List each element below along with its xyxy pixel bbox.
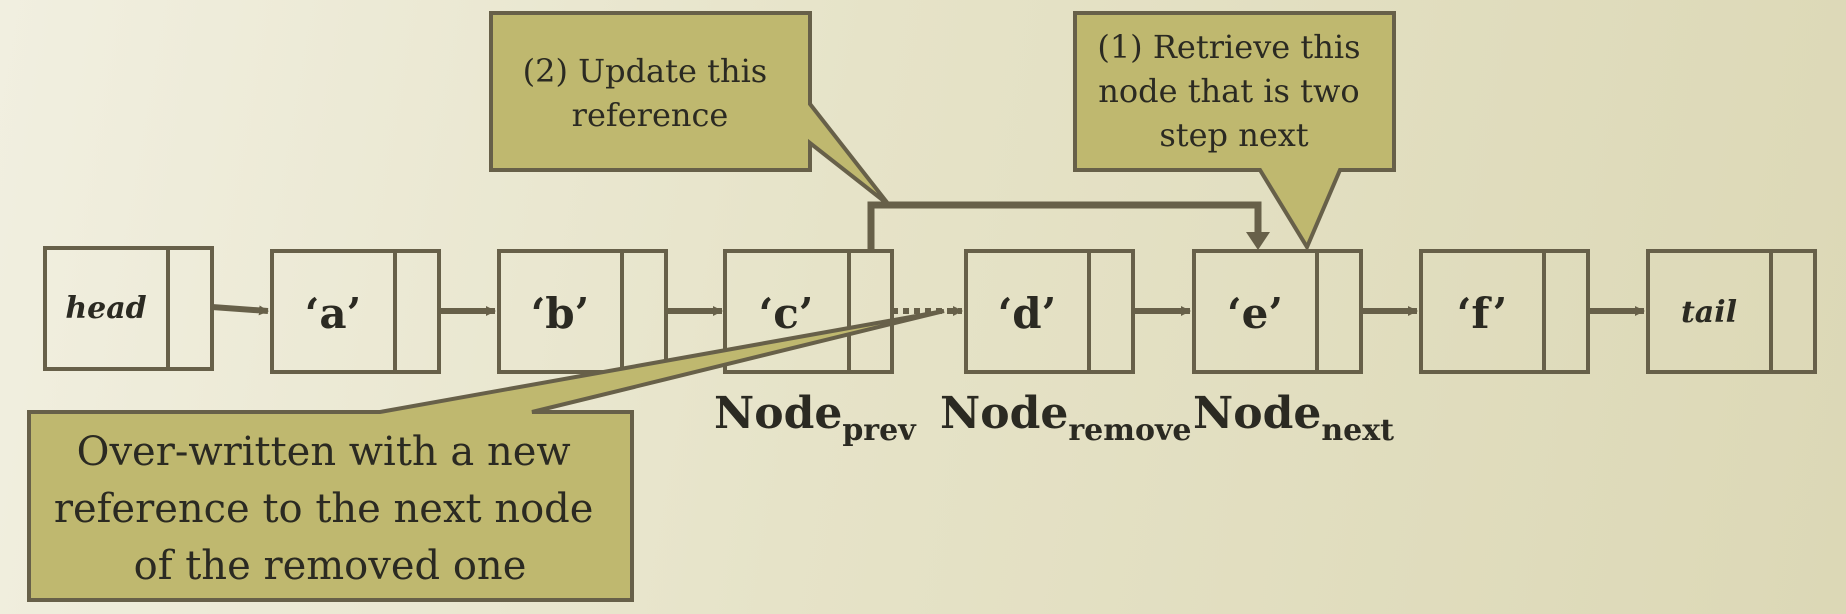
callout-retrieve-node: (1) Retrieve this node that is two step … xyxy=(1073,11,1396,252)
svg-text:(1) Retrieve this node t: (1) Retrieve this node that is two step … xyxy=(1097,28,1370,154)
node-e: ‘e’ xyxy=(1192,249,1363,374)
bypass-reference-arrowhead xyxy=(1246,232,1270,250)
node-d-label: ‘d’ xyxy=(998,289,1057,338)
node-a: ‘a’ xyxy=(270,249,441,374)
bypass-reference-arrow xyxy=(867,201,1262,251)
label-node-remove: Noderemove xyxy=(940,388,1192,448)
node-c-label: ‘c’ xyxy=(759,289,814,338)
arrow-head-to-a xyxy=(211,304,269,316)
node-a-label: ‘a’ xyxy=(305,289,361,338)
node-head: head xyxy=(43,246,214,371)
callout-retrieve-line-3: step next xyxy=(1159,116,1308,154)
node-d: ‘d’ xyxy=(964,249,1135,374)
callout-overwritten-line-3: of the removed one xyxy=(134,543,527,589)
node-head-label: head xyxy=(65,291,146,326)
callout-overwritten-line-2: reference to the next node xyxy=(54,486,594,532)
label-node-prev: Nodeprev xyxy=(714,388,917,448)
node-e-label: ‘e’ xyxy=(1227,289,1283,338)
node-b: ‘b’ xyxy=(497,249,668,374)
callout-update-reference: (2) Update this reference xyxy=(489,11,891,207)
svg-text:(2) Update this referenc: (2) Update this reference xyxy=(523,52,778,134)
node-b-label: ‘b’ xyxy=(531,289,590,338)
callout-retrieve-line-1: (1) Retrieve this xyxy=(1097,28,1360,66)
callout-overwritten-line-1: Over-written with a new xyxy=(77,429,571,475)
node-c: ‘c’ xyxy=(723,249,894,374)
callout-update-line-1: (2) Update this xyxy=(523,52,768,90)
callout-update-line-2: reference xyxy=(572,96,729,134)
node-tail-label: tail xyxy=(1681,295,1737,330)
svg-text:Over-written with a new: Over-written with a new reference to the… xyxy=(54,429,606,589)
label-node-next: Nodenext xyxy=(1193,388,1394,448)
callout-overwritten: Over-written with a new reference to the… xyxy=(27,309,945,602)
node-f-label: ‘f’ xyxy=(1457,289,1507,338)
node-tail: tail xyxy=(1646,249,1817,374)
node-f: ‘f’ xyxy=(1419,249,1590,374)
callout-retrieve-line-2: node that is two xyxy=(1098,72,1359,110)
next-arrows xyxy=(211,304,1645,316)
